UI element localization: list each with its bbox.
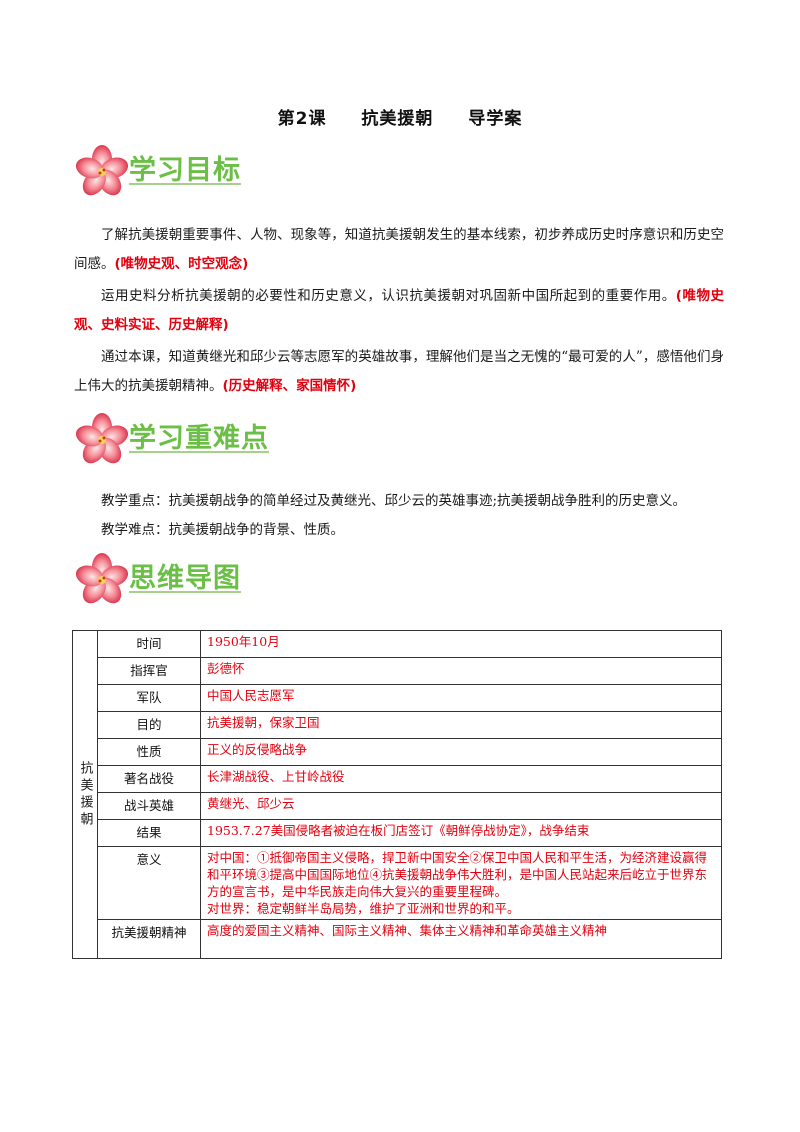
section-goals-label: 学习目标: [129, 155, 241, 186]
row-key: 抗美援朝精神: [97, 919, 201, 959]
flower-icon: [74, 553, 131, 608]
row-key: 指挥官: [97, 657, 201, 685]
row-value: 1950年10月: [200, 630, 722, 658]
row-value: 1953.7.27美国侵略者被迫在板门店签订《朝鲜停战协定》，战争结束: [200, 819, 722, 847]
row-key: 军队: [97, 684, 201, 712]
section-mindmap-heading: 思维导图: [74, 550, 374, 610]
table-row: 性质 正义的反侵略战争: [73, 738, 722, 766]
row-value: 黄继光、邱少云: [200, 792, 722, 820]
table-row: 意义 对中国：①抵御帝国主义侵略，捍卫新中国安全②保卫中国人民和平生活，为经济建…: [73, 846, 722, 920]
flower-icon: [74, 413, 131, 468]
mindmap-table: 抗美援朝 时间 1950年10月 指挥官 彭德怀 军队 中国人民志愿军 目的 抗…: [72, 630, 722, 959]
row-value: 对中国：①抵御帝国主义侵略，捍卫新中国安全②保卫中国人民和平生活，为经济建设赢得…: [200, 846, 722, 920]
section-keypoints-label: 学习重难点: [129, 423, 269, 454]
goal-paragraph-3: 通过本课，知道黄继光和邱少云等志愿军的英雄故事，理解他们是当之无愧的“最可爱的人…: [74, 349, 724, 394]
row-key: 战斗英雄: [97, 792, 201, 820]
table-row: 抗美援朝 时间 1950年10月: [72, 630, 722, 959]
table-row: 著名战役 长津湖战役、上甘岭战役: [73, 765, 722, 793]
section-goals-heading: 学习目标: [74, 142, 374, 202]
table-row: 指挥官 彭德怀: [73, 657, 722, 685]
mindmap-root: 抗美援朝: [72, 630, 98, 959]
row-value: 彭德怀: [200, 657, 722, 685]
row-value: 抗美援朝，保家卫国: [200, 711, 722, 739]
table-row: 军队 中国人民志愿军: [73, 684, 722, 712]
goal-tag-2: (唯物史观、史料实证、历史解释): [74, 288, 725, 333]
row-key: 意义: [97, 846, 201, 920]
page-title: 第2课 抗美援朝 导学案: [0, 104, 800, 129]
section-keypoints-heading: 学习重难点: [74, 410, 374, 470]
row-value: 中国人民志愿军: [200, 684, 722, 712]
significance-china: 对中国：①抵御帝国主义侵略，捍卫新中国安全②保卫中国人民和平生活，为经济建设赢得…: [207, 850, 708, 899]
row-key: 目的: [97, 711, 201, 739]
row-key: 结果: [97, 819, 201, 847]
significance-world: 对世界：稳定朝鲜半岛局势，维护了亚洲和世界的和平。: [207, 901, 520, 916]
lesson-kind: 导学案: [468, 109, 523, 129]
goal-paragraph-1: 了解抗美援朝重要事件、人物、现象等，知道抗美援朝发生的基本线索，初步养成历史时序…: [74, 227, 724, 272]
row-value: 高度的爱国主义精神、国际主义精神、集体主义精神和革命英雄主义精神: [200, 919, 722, 959]
lesson-number: 第2课: [277, 109, 327, 129]
table-row: 抗美援朝精神 高度的爱国主义精神、国际主义精神、集体主义精神和革命英雄主义精神: [73, 919, 722, 959]
lesson-topic: 抗美援朝: [361, 109, 434, 129]
flower-icon: [74, 145, 131, 200]
table-row: 结果 1953.7.27美国侵略者被迫在板门店签订《朝鲜停战协定》，战争结束: [73, 819, 722, 847]
row-key: 著名战役: [97, 765, 201, 793]
goal-tag-1: (唯物史观、时空观念): [114, 256, 249, 272]
teaching-focus: 教学重点：抗美援朝战争的简单经过及黄继光、邱少云的英雄事迹;抗美援朝战争胜利的历…: [101, 493, 687, 509]
table-row: 战斗英雄 黄继光、邱少云: [73, 792, 722, 820]
row-value: 正义的反侵略战争: [200, 738, 722, 766]
goal-tag-3: (历史解释、家国情怀): [222, 378, 357, 394]
row-value: 长津湖战役、上甘岭战役: [200, 765, 722, 793]
table-row: 目的 抗美援朝，保家卫国: [73, 711, 722, 739]
goal-paragraph-2: 运用史料分析抗美援朝的必要性和历史意义，认识抗美援朝对巩固新中国所起到的重要作用…: [74, 288, 725, 333]
row-key: 性质: [97, 738, 201, 766]
teaching-difficulty: 教学难点：抗美援朝战争的背景、性质。: [101, 522, 344, 538]
row-key: 时间: [97, 630, 201, 658]
section-mindmap-label: 思维导图: [129, 563, 241, 594]
